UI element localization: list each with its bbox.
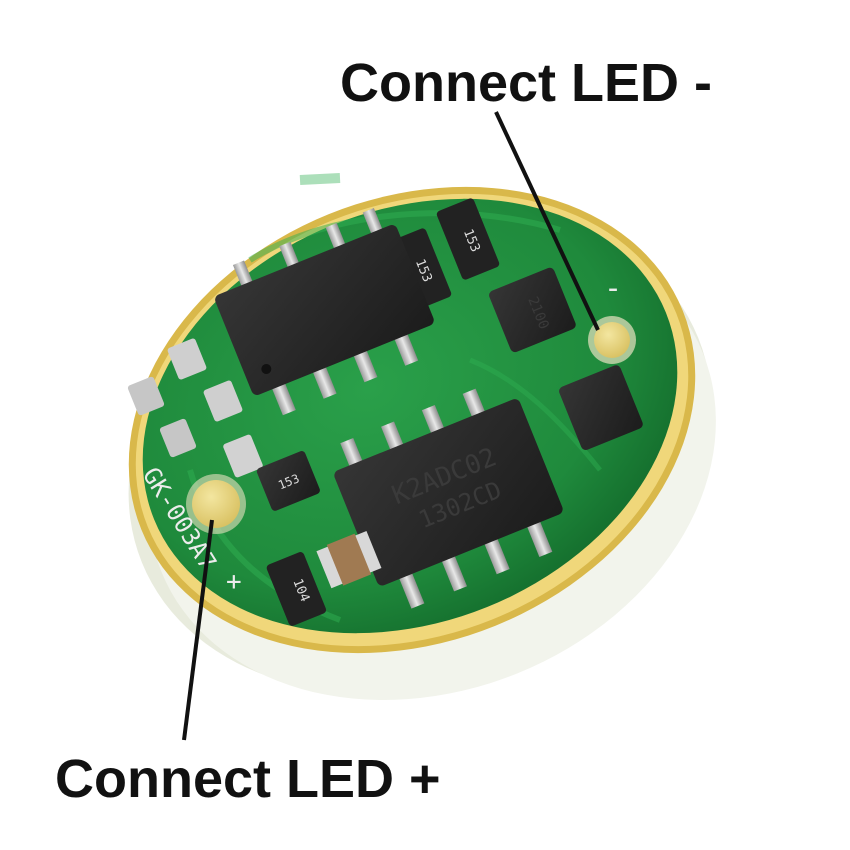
led-minus-pad: -: [588, 271, 636, 364]
svg-text:-: -: [604, 271, 622, 306]
pointer-line-plus: [182, 519, 214, 741]
capacitor: [316, 530, 382, 589]
label-connect-led-plus: Connect LED +: [55, 749, 441, 809]
resistor-r2: 153: [436, 198, 500, 280]
led-plus-pad: [186, 474, 246, 534]
small-chip-right: [559, 365, 643, 451]
small-transistor: 153: [256, 451, 320, 511]
lower-chip: K2ADC02 1302CD: [334, 388, 563, 609]
resistor-r3: 104: [266, 552, 327, 626]
pcb-board: [142, 173, 678, 634]
smd-pads-left: [127, 338, 263, 478]
upper-chip: [215, 208, 434, 416]
svg-text:+: +: [226, 567, 242, 597]
small-chip-top: 2100: [489, 267, 576, 353]
pointer-line-minus: [494, 111, 600, 331]
label-connect-led-minus: Connect LED -: [340, 53, 712, 113]
silkscreen-plus: +: [226, 567, 242, 597]
